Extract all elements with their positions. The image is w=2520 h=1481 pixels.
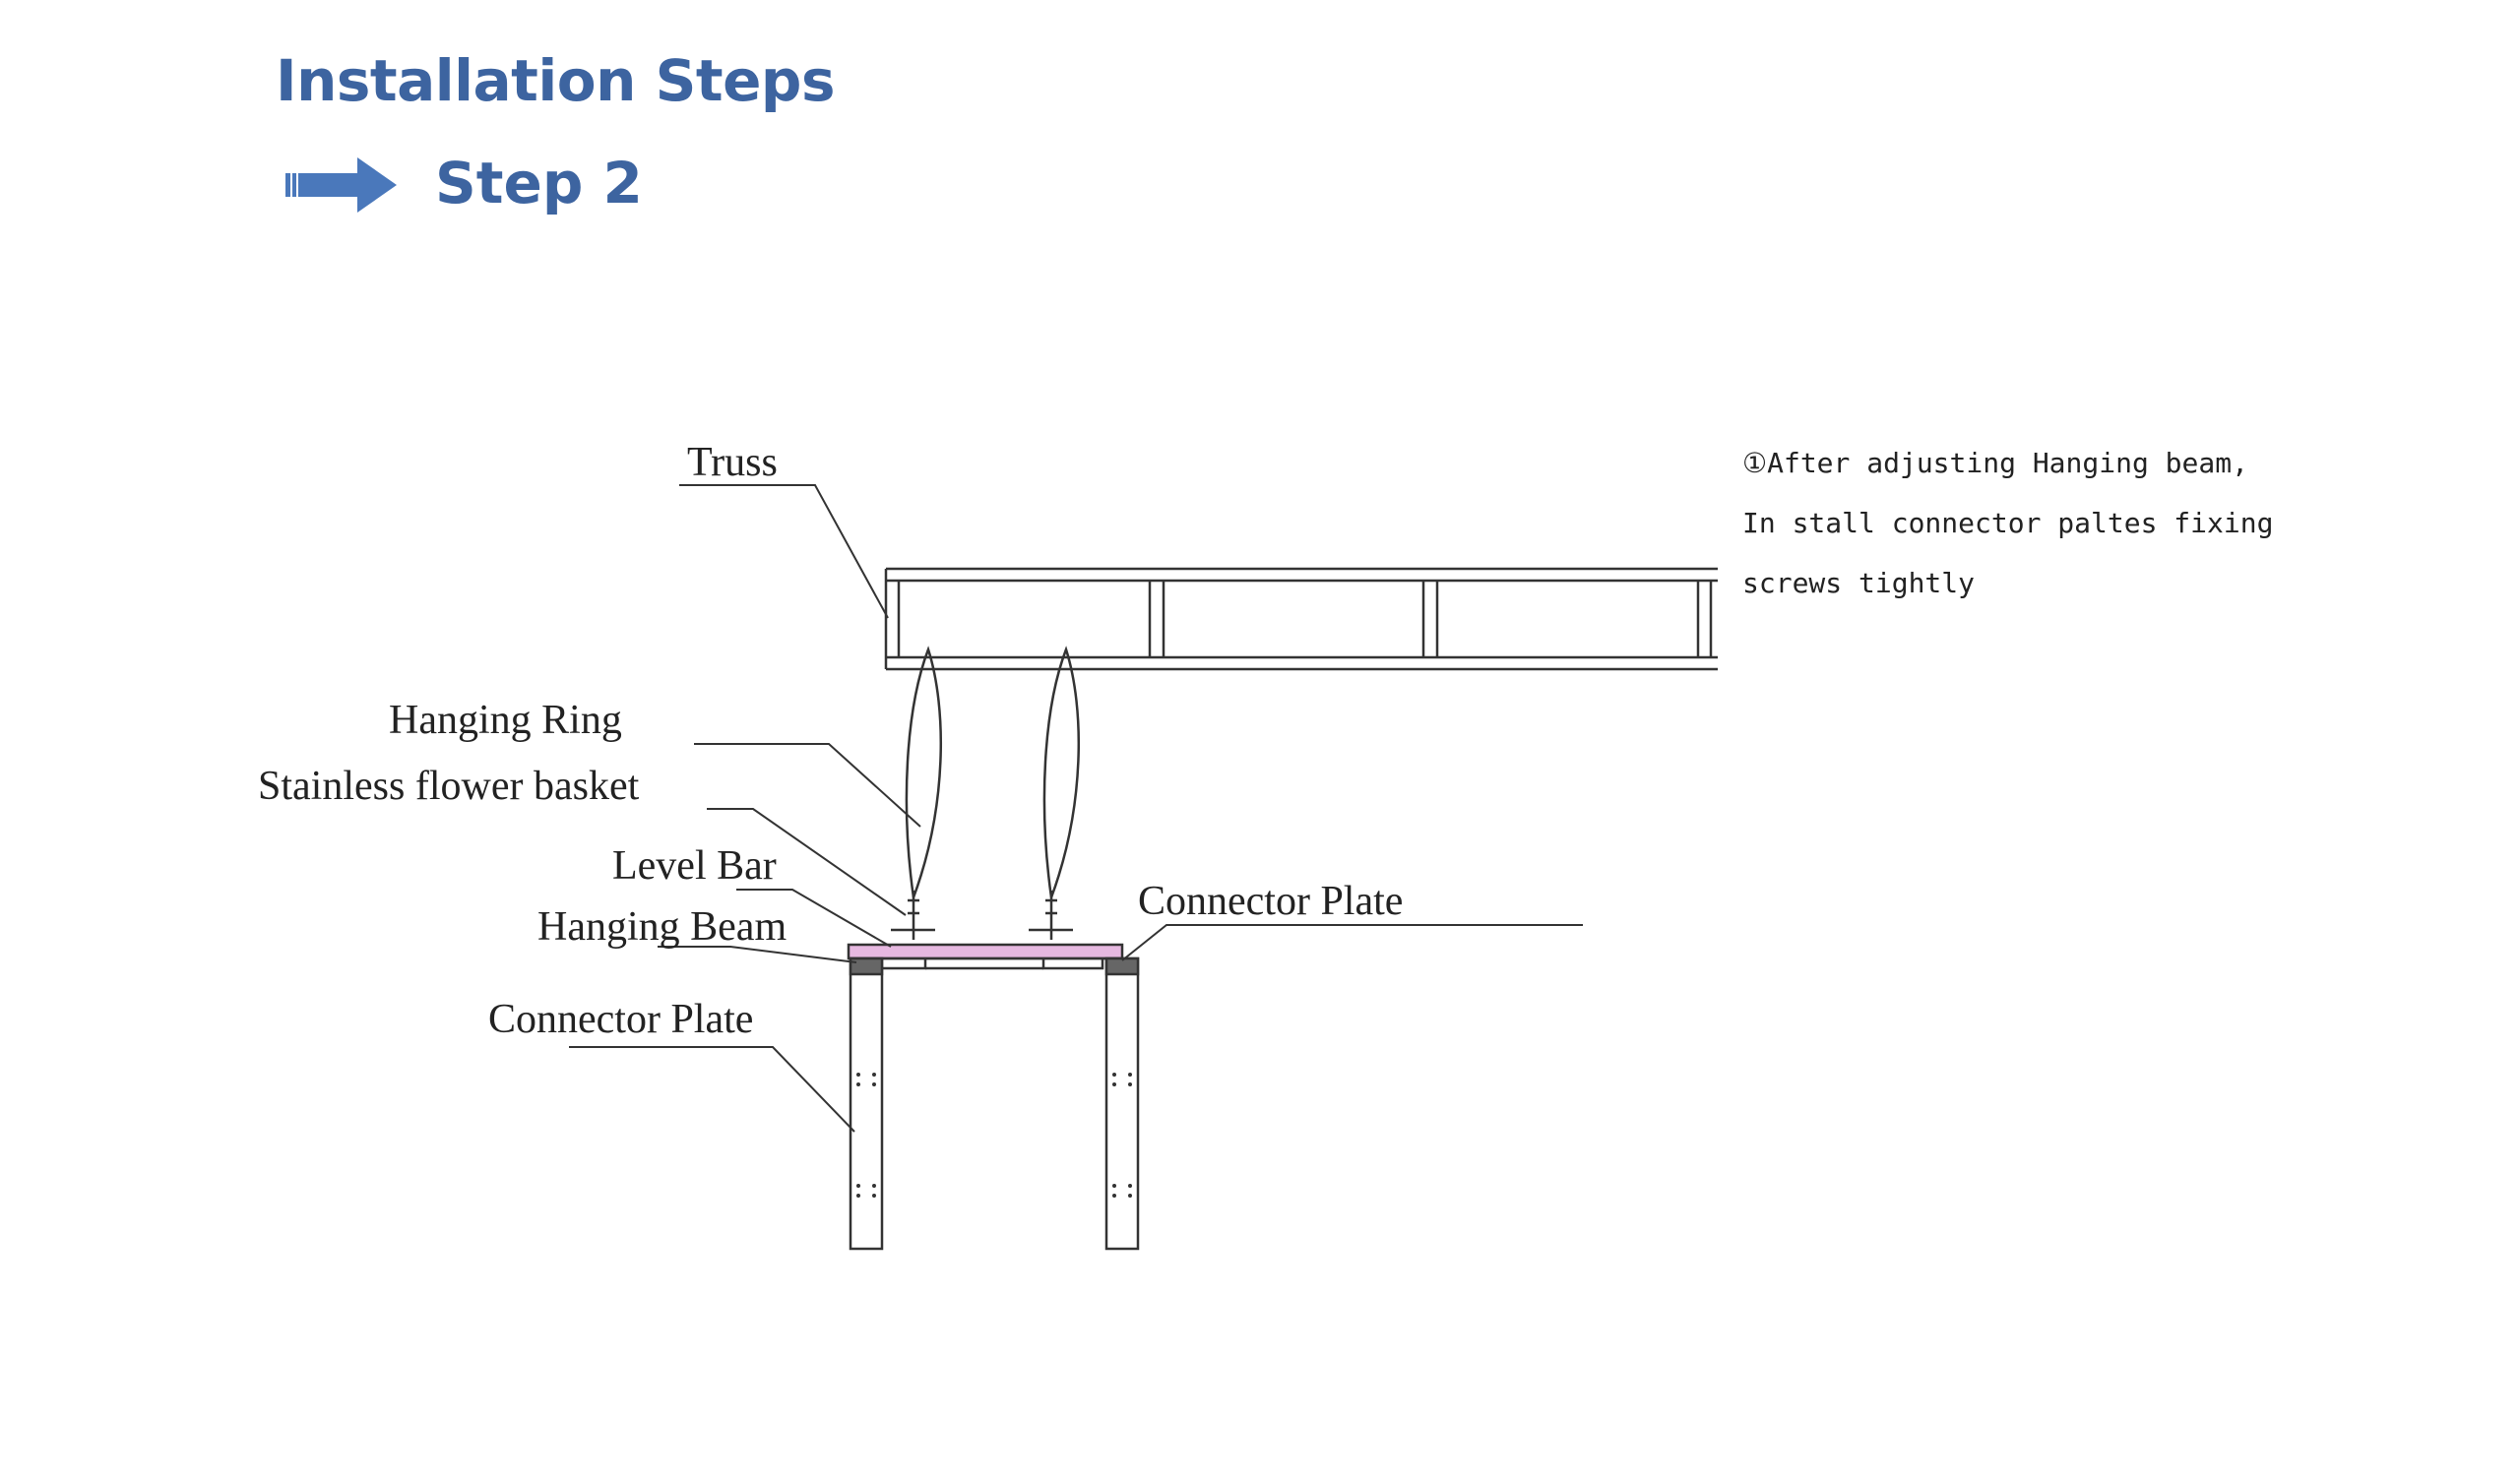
connector-plate-left-leader: [569, 1046, 855, 1133]
note-line: In stall connector paltes fixing: [1742, 507, 2274, 539]
right-arrow-icon: [285, 157, 397, 213]
connector-plate-right-leader: [1121, 924, 1583, 961]
label-level-bar: Level Bar: [612, 843, 777, 889]
label-flower-basket: Stainless flower basket: [258, 764, 640, 809]
truss-leader: [679, 484, 889, 619]
level-bar-leader: [736, 889, 892, 948]
leg-left: [849, 956, 884, 1251]
label-hanging-beam: Hanging Beam: [537, 904, 787, 950]
truss: [884, 567, 1718, 671]
label-truss: Truss: [687, 440, 778, 485]
label-connector-plate-left: Connector Plate: [488, 997, 753, 1042]
label-hanging-ring: Hanging Ring: [389, 698, 622, 743]
note-line: ①After adjusting Hanging beam,: [1742, 447, 2248, 479]
note-line: screws tightly: [1742, 567, 1976, 599]
page-title: Installation Steps: [276, 47, 835, 114]
flower-basket-leader: [707, 808, 907, 916]
hanging-beam-leader: [658, 946, 857, 963]
leg-right: [1104, 956, 1140, 1251]
instruction-note: ①After adjusting Hanging beam, In stall …: [1742, 433, 2431, 613]
stainless-flower-basket: [891, 891, 1073, 940]
hanging-ring-leader: [694, 743, 921, 828]
hanging-ring: [905, 646, 1081, 898]
label-connector-plate-right: Connector Plate: [1138, 879, 1403, 924]
step-label: Step 2: [435, 150, 643, 216]
